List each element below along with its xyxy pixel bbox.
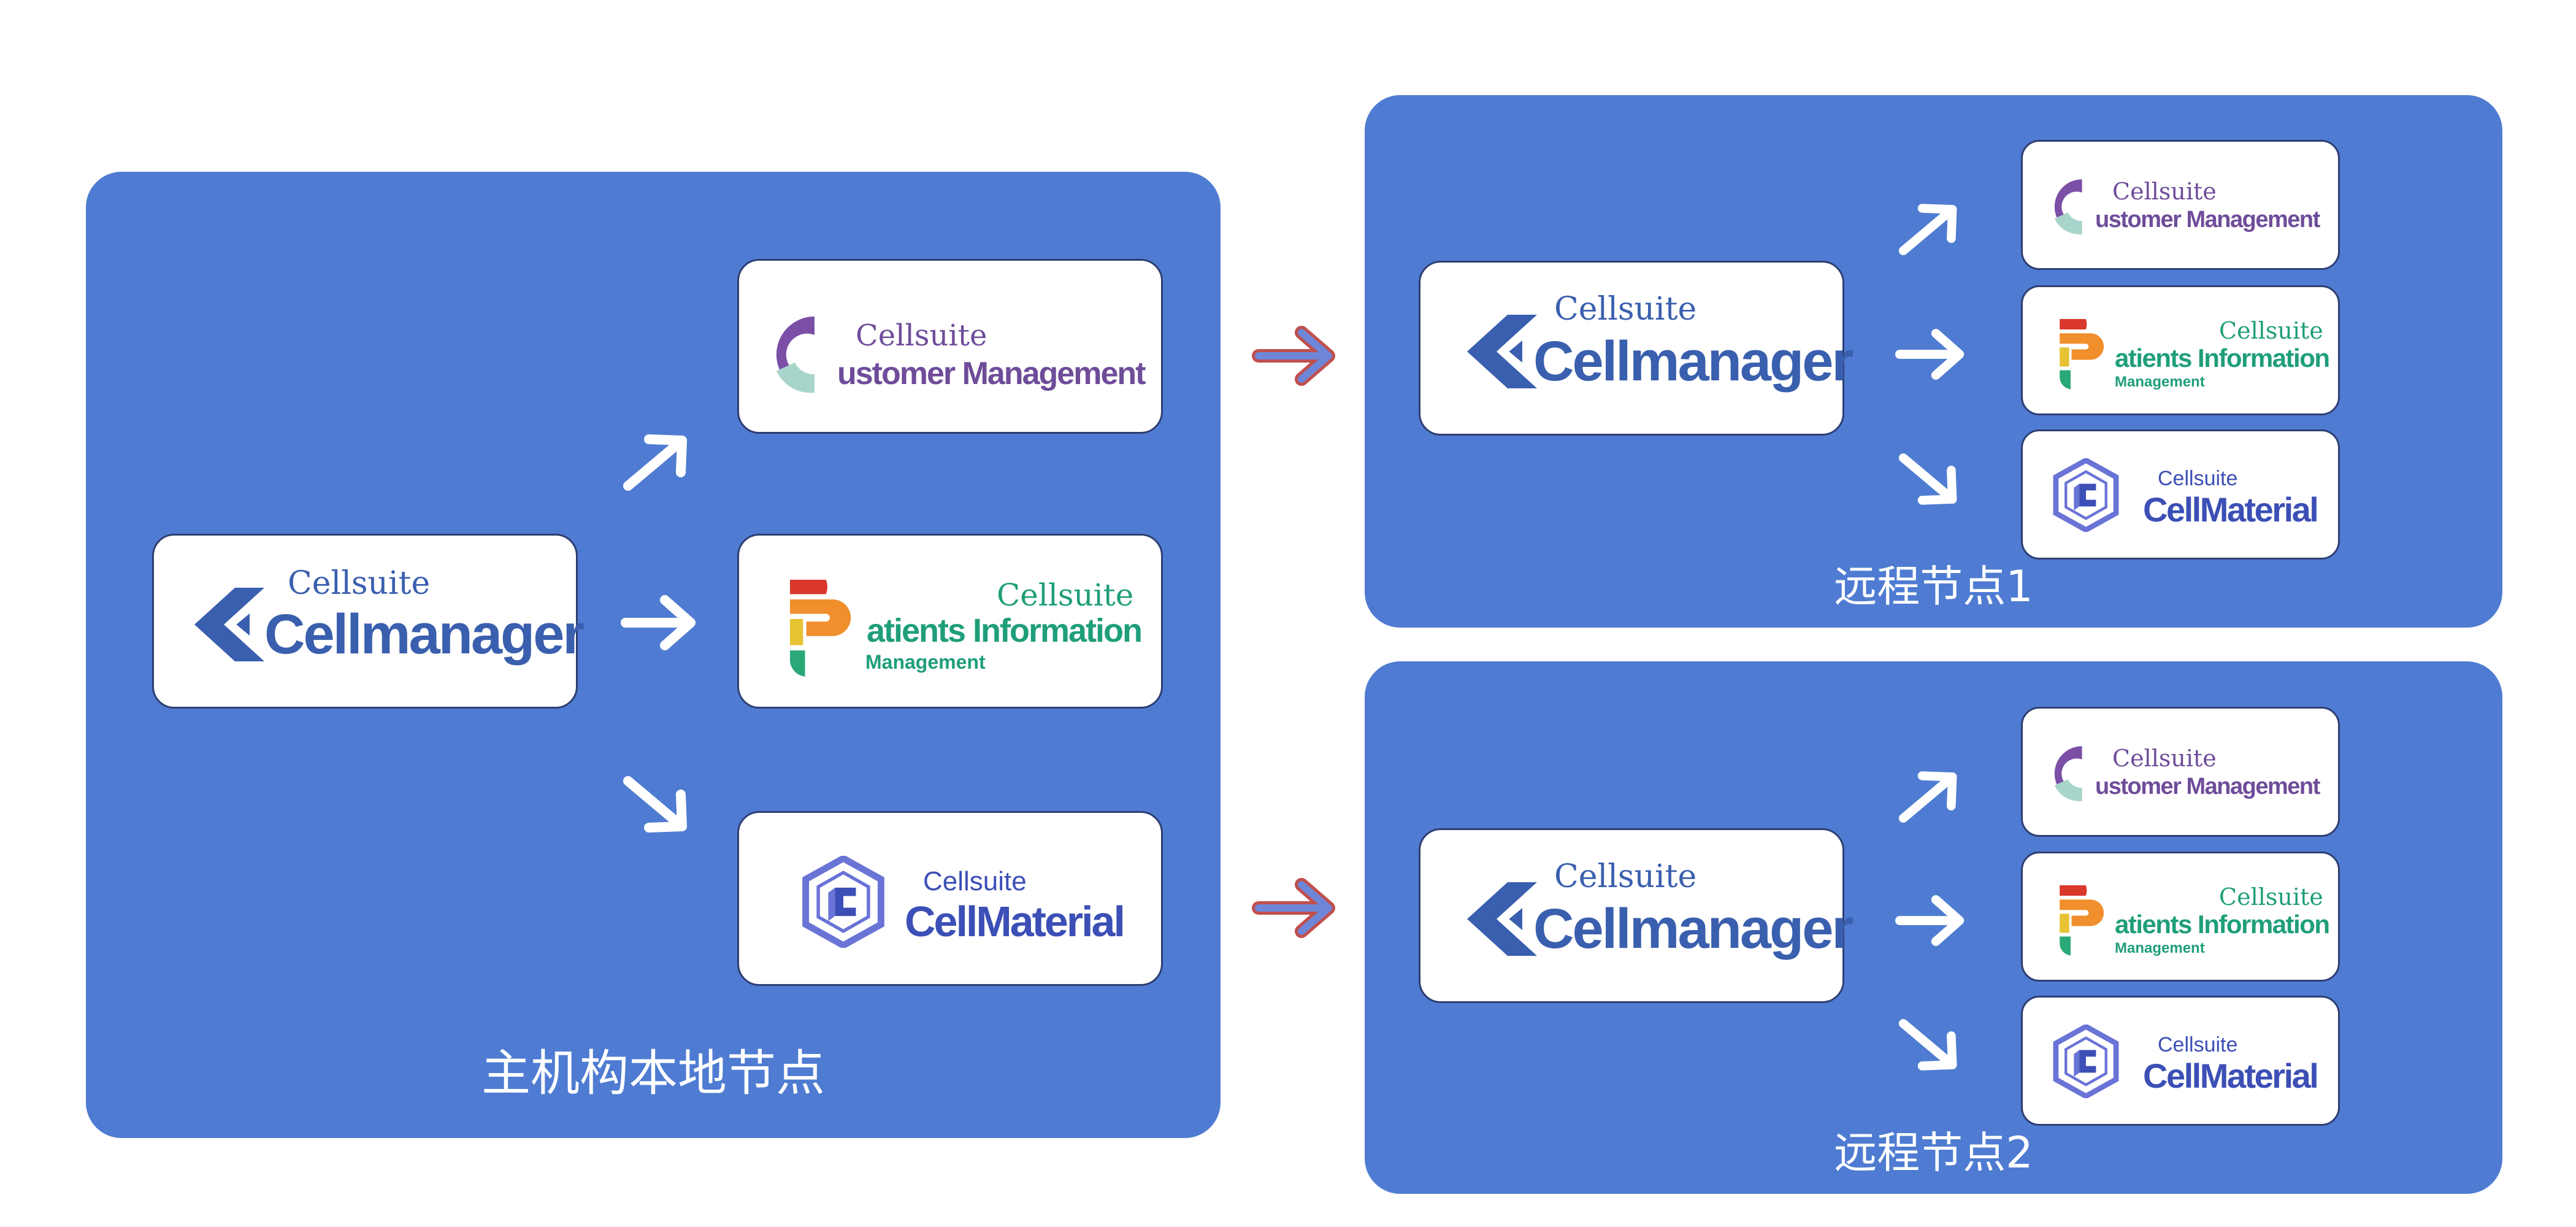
customer-management-card-local[interactable]: Cellsuite ustomer Management [737, 259, 1163, 434]
cellmaterial-brand-text: Cellsuite [2158, 467, 2238, 490]
cellmaterial-card-local[interactable]: Cellsuite CellMaterial [737, 811, 1163, 986]
cellmaterial-brand-text: Cellsuite [923, 866, 1027, 896]
patients-subtitle-text: Management [865, 651, 986, 673]
patients-subtitle-text: Management [2115, 374, 2205, 390]
arrow-right-icon [1895, 329, 1965, 380]
patients-information-card-remote1[interactable]: Cellsuite atients Information Management [2021, 285, 2340, 415]
cellmaterial-card-remote1[interactable]: Cellsuite CellMaterial [2021, 429, 2340, 560]
customer-brand-text: Cellsuite [2112, 745, 2217, 772]
patients-information-logo-icon [2060, 885, 2104, 956]
customer-management-card-remote1[interactable]: Cellsuite ustomer Management [2021, 140, 2340, 270]
arrow-right-icon [621, 595, 696, 650]
customer-title-text: ustomer Management [837, 356, 1146, 391]
cellmanager-card-local[interactable]: Cellsuite Cellmanager [152, 534, 585, 709]
cellmanager-brand-text: Cellsuite [1554, 858, 1697, 895]
customer-title-text: ustomer Management [2095, 207, 2320, 233]
arrow-down-right-icon [1898, 1019, 1957, 1071]
patients-brand-text: Cellsuite [2219, 883, 2323, 910]
cellmaterial-card-remote2[interactable]: Cellsuite CellMaterial [2021, 996, 2340, 1126]
arrow-up-right-icon [1898, 204, 1957, 255]
patients-brand-text: Cellsuite [2219, 317, 2323, 344]
cellmanager-title-text: Cellmanager [1533, 330, 1853, 393]
cellmanager-card-remote1[interactable]: Cellsuite Cellmanager [1419, 261, 1853, 436]
patients-brand-text: Cellsuite [997, 577, 1134, 613]
patients-title-text: atients Information [2115, 344, 2330, 372]
patients-title-text: atients Information [2115, 910, 2330, 939]
cellmaterial-title-text: CellMaterial [905, 898, 1125, 945]
cellmaterial-logo-icon [2053, 1025, 2119, 1098]
cellmaterial-logo-icon [802, 856, 884, 948]
cellmaterial-brand-text: Cellsuite [2158, 1033, 2238, 1056]
patients-information-card-local[interactable]: Cellsuite atients Information Management [737, 534, 1163, 709]
remote-node-1-label: 远程节点1 [1834, 561, 2033, 612]
cellmanager-brand-text: Cellsuite [288, 565, 431, 602]
cellmanager-title-text: Cellmanager [1533, 898, 1853, 960]
link-arrow-remote2-icon [1252, 878, 1335, 938]
customer-management-logo-icon [776, 316, 815, 393]
arrow-up-right-icon [623, 434, 687, 491]
customer-title-text: ustomer Management [2095, 774, 2320, 799]
customer-management-card-remote2[interactable]: Cellsuite ustomer Management [2021, 707, 2340, 837]
arrow-up-right-icon [1898, 771, 1957, 823]
customer-brand-text: Cellsuite [2112, 178, 2217, 205]
cellmanager-brand-text: Cellsuite [1554, 291, 1697, 328]
arrow-down-right-icon [623, 776, 687, 833]
customer-brand-text: Cellsuite [856, 318, 987, 353]
customer-management-logo-icon [2054, 746, 2082, 801]
customer-management-logo-icon [2054, 179, 2082, 234]
patients-title-text: atients Information [867, 612, 1143, 649]
cellmanager-title-text: Cellmanager [264, 603, 585, 666]
cellmanager-logo-icon [194, 588, 264, 661]
patients-information-logo-icon [789, 580, 851, 677]
arrow-down-right-icon [1898, 453, 1957, 505]
patients-subtitle-text: Management [2115, 940, 2205, 956]
local-node-label: 主机构本地节点 [481, 1045, 825, 1102]
arrow-right-icon [1895, 895, 1965, 946]
cellmanager-logo-icon [1467, 315, 1537, 388]
cellmaterial-logo-icon [2053, 458, 2119, 532]
cellmanager-card-remote2[interactable]: Cellsuite Cellmanager [1419, 828, 1853, 1003]
cellmaterial-title-text: CellMaterial [2143, 490, 2319, 529]
patients-information-card-remote2[interactable]: Cellsuite atients Information Management [2021, 852, 2340, 982]
remote-node-2-label: 远程节点2 [1834, 1128, 2033, 1178]
cellmaterial-title-text: CellMaterial [2143, 1056, 2319, 1095]
link-arrow-remote1-icon [1252, 326, 1335, 386]
cellmanager-logo-icon [1467, 882, 1537, 956]
patients-information-logo-icon [2060, 319, 2104, 390]
